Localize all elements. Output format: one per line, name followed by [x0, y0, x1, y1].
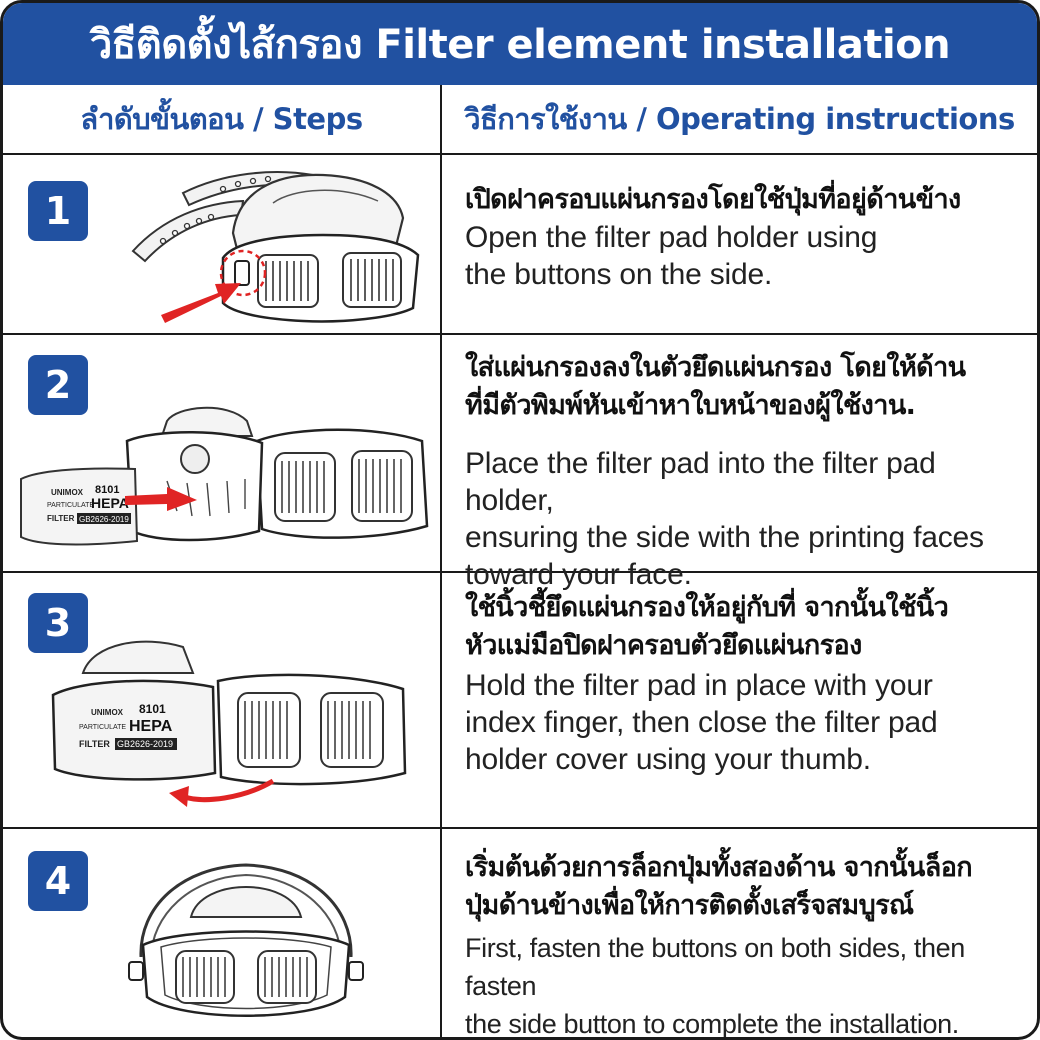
svg-text:UNIMOX: UNIMOX	[51, 488, 84, 497]
filter-type-label: HEPA	[129, 718, 173, 735]
step-instruction-english: First, fasten the buttons on both sides,…	[465, 933, 965, 1039]
steps-column-header: ลำดับขั้นตอน / Steps	[80, 102, 363, 136]
filter-particulate-label: PARTICULATE	[47, 502, 94, 509]
step-instruction-english: Hold the filter pad in place with your i…	[465, 669, 938, 776]
step-text: ใส่แผ่นกรองลงในตัวยึดแผ่นกรอง โดยให้ด้าน…	[465, 349, 1030, 593]
step-instruction-thai: เปิดฝาครอบแผ่นกรองโดยใช้ปุ่มที่อยู่ด้านข…	[465, 184, 961, 215]
filter-type-label: HEPA	[91, 495, 129, 511]
step-instruction-english: Open the filter pad holder using the but…	[465, 221, 878, 291]
filter-pad-insert-illustration: UNIMOX 8101 PARTICULATE HEPA FILTER GB26…	[20, 406, 429, 546]
step-text: เปิดฝาครอบแผ่นกรองโดยใช้ปุ่มที่อยู่ด้านข…	[465, 181, 1030, 293]
step-text: เริ่มต้นด้วยการล็อกปุ่มทั้งสองด้าน จากนั…	[465, 849, 1030, 1039]
filter-model-label: 8101	[139, 702, 166, 716]
page-title: วิธีติดตั้งไส้กรอง Filter element instal…	[3, 3, 1037, 85]
filter-filter-label: FILTER	[79, 739, 110, 749]
step-row-4: 4 เริ่มต้นด้วยการล็อกปุ่มทั้งสองด้าน จาก…	[3, 829, 1037, 1039]
instructions-column-header: วิธีการใช้งาน / Operating instructions	[464, 102, 1015, 136]
filter-particulate-label: PARTICULATE	[79, 724, 126, 731]
step-row-2: 2 UNIMOX 8101 PARTICULATE HEPA	[3, 335, 1037, 591]
filter-filter-label: FILTER	[47, 514, 75, 523]
close-holder-cover-illustration: UNIMOX 8101 PARTICULATE HEPA FILTER GB26…	[51, 640, 407, 807]
column-divider	[440, 85, 442, 1037]
filter-standard-label: GB2626-2019	[117, 739, 173, 749]
step-row-3: 3 UNIMOX 8101 PARTICULATE HEPA FILTER GB…	[3, 573, 1037, 829]
assembled-mask-illustration	[128, 863, 364, 1017]
mask-side-button-arrow-illustration	[131, 171, 420, 323]
step-number-badge: 3	[28, 593, 88, 653]
step-instruction-thai: ใส่แผ่นกรองลงในตัวยึดแผ่นกรอง โดยให้ด้าน…	[465, 352, 966, 421]
step-text: ใช้นิ้วชี้ยึดแผ่นกรองให้อยู่กับที่ จากนั…	[465, 589, 1030, 778]
step-instruction-thai: ใช้นิ้วชี้ยึดแผ่นกรองให้อยู่กับที่ จากนั…	[465, 592, 949, 661]
step-number-badge: 4	[28, 851, 88, 911]
svg-text:UNIMOX: UNIMOX	[91, 708, 124, 717]
step-row-1: 1	[3, 155, 1037, 335]
step-instruction-english: Place the filter pad into the filter pad…	[465, 447, 984, 591]
step-instruction-thai: เริ่มต้นด้วยการล็อกปุ่มทั้งสองด้าน จากนั…	[465, 852, 973, 921]
step-number-badge: 1	[28, 181, 88, 241]
table-header: ลำดับขั้นตอน / Steps วิธีการใช้งาน / Ope…	[3, 85, 1037, 155]
filter-standard-label: GB2626-2019	[79, 515, 129, 524]
filter-model-label: 8101	[95, 484, 119, 496]
step-number-badge: 2	[28, 355, 88, 415]
